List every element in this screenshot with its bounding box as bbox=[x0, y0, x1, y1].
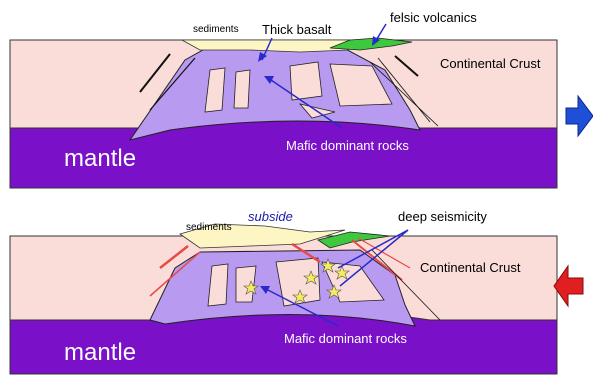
arrow-right-icon bbox=[566, 96, 593, 136]
panel-top: sediments Thick basalt felsic volcanics … bbox=[10, 10, 593, 188]
label-continental-crust: Continental Crust bbox=[440, 56, 541, 71]
label-sediments: sediments bbox=[193, 24, 239, 35]
arrow-left-icon bbox=[554, 266, 583, 306]
label-thick-basalt: Thick basalt bbox=[262, 22, 332, 37]
label-mafic-rocks: Mafic dominant rocks bbox=[286, 138, 409, 153]
crust-inclusion bbox=[290, 62, 322, 100]
label-continental-crust: Continental Crust bbox=[420, 260, 521, 275]
label-sediments: sediments bbox=[186, 222, 232, 233]
crust-inclusion bbox=[234, 70, 250, 108]
crust-inclusion bbox=[236, 266, 256, 302]
label-felsic-volcanics: felsic volcanics bbox=[390, 10, 477, 25]
label-mantle: mantle bbox=[64, 339, 136, 366]
label-mafic-rocks: Mafic dominant rocks bbox=[284, 331, 407, 346]
label-mantle: mantle bbox=[64, 145, 136, 172]
label-deep-seismicity: deep seismicity bbox=[398, 209, 487, 224]
label-subside: subside bbox=[248, 209, 293, 224]
panel-bottom: sediments subside deep seismicity Contin… bbox=[10, 209, 583, 374]
